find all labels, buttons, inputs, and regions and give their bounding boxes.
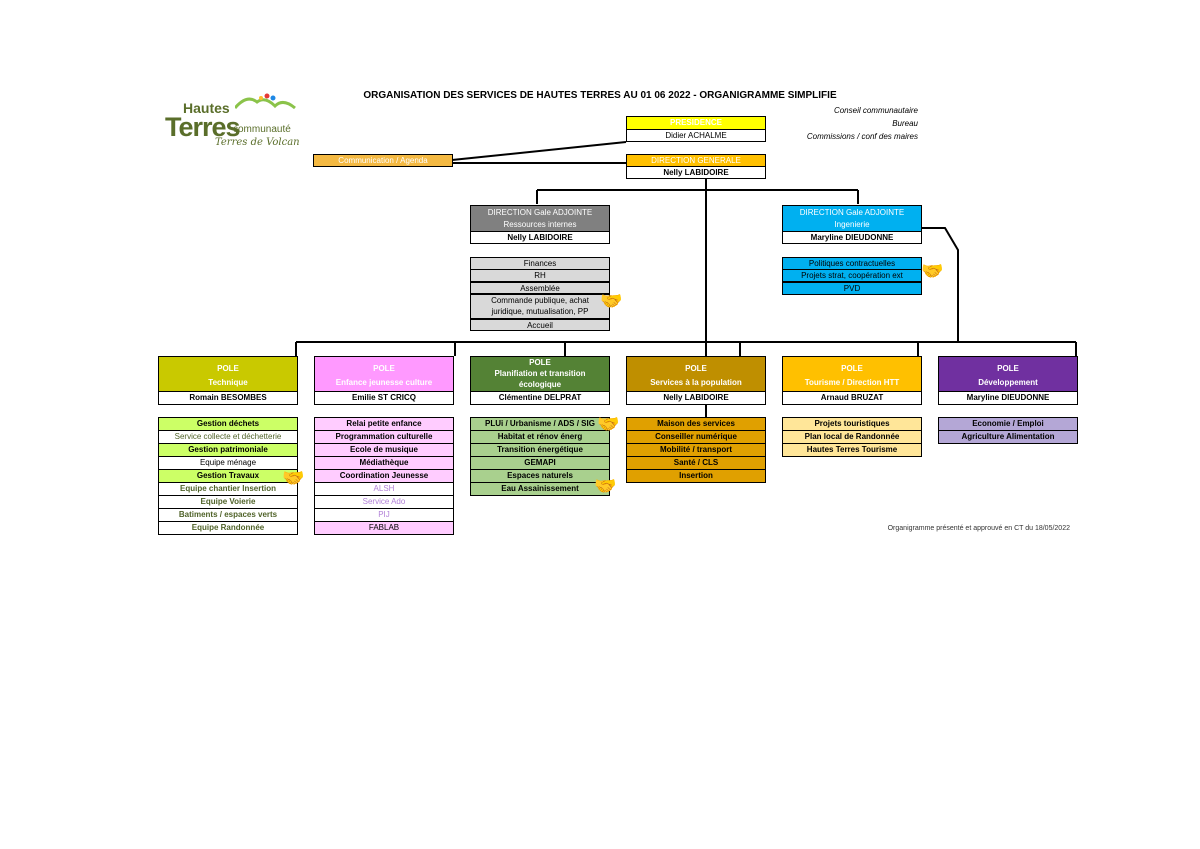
logo-line3: communauté xyxy=(233,124,291,135)
logo-mark-icon xyxy=(235,93,296,110)
pole-item: Batiments / espaces verts xyxy=(158,508,298,522)
pole-item: Médiathèque xyxy=(314,456,454,470)
pole-header-line1: POLE xyxy=(529,358,551,367)
pole-item: Projets touristiques xyxy=(782,417,922,431)
handshake-icon: 🤝 xyxy=(594,476,617,496)
pole-item: Service collecte et déchetterie xyxy=(158,430,298,444)
dga-ri-head: DIRECTION Gale ADJOINTE Ressources inter… xyxy=(470,205,610,232)
logo-line4: Terres de Volcan xyxy=(215,137,300,148)
dga-ing-service-item: Politiques contractuelles xyxy=(782,257,922,270)
pole-header-line1: POLE xyxy=(373,364,395,373)
handshake-icon: 🤝 xyxy=(597,414,620,434)
pole-manager-name: Maryline DIEUDONNE xyxy=(938,391,1078,405)
pole-header-line2: Enfance jeunesse culture xyxy=(335,378,433,387)
pole-item: Gestion patrimoniale xyxy=(158,443,298,457)
page-title: ORGANISATION DES SERVICES DE HAUTES TERR… xyxy=(363,90,837,101)
pole-item: Equipe ménage xyxy=(158,456,298,470)
pole-header: POLE Technique xyxy=(158,356,298,392)
logo-line2: Terres xyxy=(165,112,241,142)
pole-manager-name: Nelly LABIDOIRE xyxy=(626,391,766,405)
logo-line1: Hautes xyxy=(183,100,230,116)
pole-item: Santé / CLS xyxy=(626,456,766,470)
pole-item: Hautes Terres Tourisme xyxy=(782,443,922,457)
pole-item: ALSH xyxy=(314,482,454,496)
meta-conseil: Conseil communautaire xyxy=(833,106,918,115)
pole-header: POLE Développement xyxy=(938,356,1078,392)
pole-header: POLE Services à la population xyxy=(626,356,766,392)
pole-header-line2: Planifiation et transition xyxy=(494,369,586,378)
dga-ri-service-item: Assemblée xyxy=(470,281,610,295)
pole-item: Relai petite enfance xyxy=(314,417,454,431)
dga-ing-line1: DIRECTION Gale ADJOINTE xyxy=(799,208,905,217)
pole-item: Transition énergétique xyxy=(470,443,610,457)
pole-header-line2: Technique xyxy=(208,378,248,387)
handshake-icon: 🤝 xyxy=(282,468,305,488)
handshake-icon: 🤝 xyxy=(921,261,944,281)
pole-item: Service Ado xyxy=(314,495,454,509)
dga-ing-service-item: PVD xyxy=(782,281,922,295)
dga-ing-line2: Ingenierie xyxy=(834,220,870,229)
dga-ing-service-item: Projets strat, coopération ext xyxy=(782,269,922,283)
dga-ing-name: Maryline DIEUDONNE xyxy=(782,231,922,244)
pole-item: Economie / Emploi xyxy=(938,417,1078,431)
pole-item: Conseiller numérique xyxy=(626,430,766,444)
pole-header-line3: écologique xyxy=(518,380,562,389)
pole-item: Coordination Jeunesse xyxy=(314,469,454,483)
logo: Hautes Terres communauté Terres de Volca… xyxy=(165,92,305,154)
communication-box: Communication / Agenda xyxy=(313,154,453,167)
dga-ri-name: Nelly LABIDOIRE xyxy=(470,231,610,244)
pole-header-line2: Tourisme / Direction HTT xyxy=(804,378,900,387)
pole-header-line1: POLE xyxy=(997,364,1019,373)
direction-generale-name: Nelly LABIDOIRE xyxy=(626,166,766,179)
dga-ing-head: DIRECTION Gale ADJOINTE Ingenierie xyxy=(782,205,922,232)
pole-item: Plan local de Randonnée xyxy=(782,430,922,444)
dga-ri-line1: DIRECTION Gale ADJOINTE xyxy=(487,208,593,217)
pole-header-line1: POLE xyxy=(217,364,239,373)
dga-ri-service-item: RH xyxy=(470,269,610,282)
pole-item: Equipe Randonnée xyxy=(158,521,298,535)
pole-header-line2: Développement xyxy=(978,378,1038,387)
dga-ri-service-item: juridique, mutualisation, PP xyxy=(470,306,610,319)
pole-header: POLE Enfance jeunesse culture xyxy=(314,356,454,392)
pole-item: Habitat et rénov énerg xyxy=(470,430,610,444)
pole-item: Maison des services xyxy=(626,417,766,431)
meta-bureau: Bureau xyxy=(892,119,918,128)
pole-item: Insertion xyxy=(626,469,766,483)
pole-item: PLUi / Urbanisme / ADS / SIG xyxy=(470,417,610,431)
pole-item: Agriculture Alimentation xyxy=(938,430,1078,444)
dga-ri-service-item: Finances xyxy=(470,257,610,270)
pole-header: POLE Tourisme / Direction HTT xyxy=(782,356,922,392)
pole-item: Mobilité / transport xyxy=(626,443,766,457)
pole-item: FABLAB xyxy=(314,521,454,535)
presidence-name: Didier ACHALME xyxy=(626,129,766,142)
dga-ri-service-item: Accueil xyxy=(470,318,610,331)
pole-item: Equipe Voierie xyxy=(158,495,298,509)
pole-item: Equipe chantier Insertion xyxy=(158,482,298,496)
meta-commissions: Commissions / conf des maires xyxy=(806,132,918,141)
pole-manager-name: Clémentine DELPRAT xyxy=(470,391,610,405)
footer-note: Organigramme présenté et approuvé en CT … xyxy=(887,525,1070,532)
pole-header-line2: Services à la population xyxy=(650,378,742,387)
pole-header-line1: POLE xyxy=(685,364,707,373)
pole-manager-name: Romain BESOMBES xyxy=(158,391,298,405)
pole-header: POLE Planifiation et transition écologique xyxy=(470,356,610,392)
pole-item: PIJ xyxy=(314,508,454,522)
dga-ri-service-item: Commande publique, achat xyxy=(470,293,610,307)
pole-item: GEMAPI xyxy=(470,456,610,470)
pole-item: Gestion Travaux xyxy=(158,469,298,483)
pole-item: Ecole de musique xyxy=(314,443,454,457)
pole-manager-name: Arnaud BRUZAT xyxy=(782,391,922,405)
pole-item: Programmation culturelle xyxy=(314,430,454,444)
pole-item: Espaces naturels xyxy=(470,469,610,483)
dga-ri-line2: Ressources internes xyxy=(503,220,577,229)
handshake-icon: 🤝 xyxy=(600,291,623,311)
pole-header-line1: POLE xyxy=(841,364,863,373)
pole-item: Gestion déchets xyxy=(158,417,298,431)
pole-item: Eau Assainissement xyxy=(470,482,610,496)
presidence-label: PRESIDENCE xyxy=(626,116,766,130)
pole-manager-name: Emilie ST CRICQ xyxy=(314,391,454,405)
